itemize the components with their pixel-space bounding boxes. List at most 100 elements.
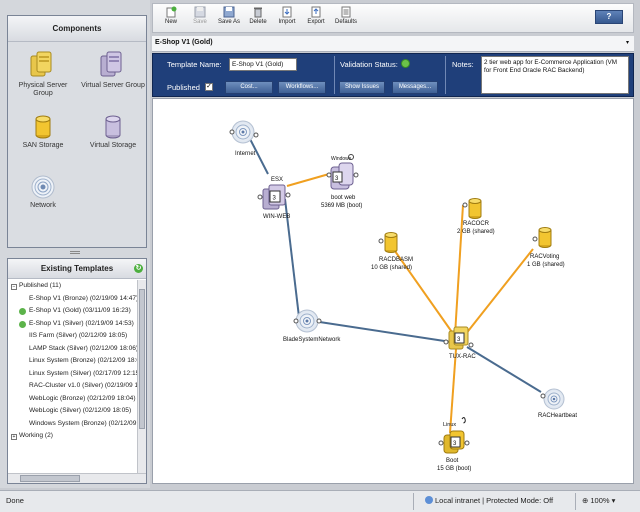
template-list-item[interactable]: RAC-Cluster v1.0 (Silver) (02/19/09 1 xyxy=(8,380,137,393)
connector-port[interactable] xyxy=(443,339,449,345)
connector-port[interactable] xyxy=(293,318,299,324)
help-button[interactable]: ? xyxy=(595,10,623,24)
tree-group-published[interactable]: −Published (11) xyxy=(11,282,62,290)
template-list-item[interactable]: WebLogic (Bronze) (02/12/09 18:04) xyxy=(8,393,137,406)
palette-label: Virtual Storage xyxy=(89,142,137,149)
racdbasm-node[interactable]: RACDBASM 10 GB (shared) xyxy=(371,232,413,272)
template-name-label: Template Name: xyxy=(167,60,222,69)
template-list-item[interactable]: LAMP Stack (Silver) (02/12/09 18:06) xyxy=(8,343,137,356)
link-racvoting-tuxrac[interactable] xyxy=(464,248,534,336)
connector-port[interactable] xyxy=(229,129,235,135)
trash-icon xyxy=(254,7,262,18)
defaults-button[interactable]: Defaults xyxy=(331,6,361,25)
link-racocr-tuxrac[interactable] xyxy=(454,204,464,336)
divider xyxy=(413,493,414,510)
blade-system-network-node[interactable]: BladeSystemNetwork xyxy=(283,309,341,343)
published-checkbox[interactable]: ✓ xyxy=(205,83,213,91)
template-list-label: WebLogic (Bronze) (02/12/09 18:04) xyxy=(29,394,136,402)
template-list-label: Linux System (Silver) (02/17/09 12:15 xyxy=(29,369,137,377)
expand-icon[interactable]: + xyxy=(11,434,17,440)
scroll-thumb[interactable] xyxy=(139,289,145,429)
palette-virtual-storage[interactable]: Virtual Storage xyxy=(78,114,148,150)
template-list-item[interactable]: Windows System (Bronze) (02/12/09 xyxy=(8,418,137,431)
messages-button[interactable]: Messages... xyxy=(392,81,438,94)
template-list-item[interactable]: WebLogic (Silver) (02/12/09 18:05) xyxy=(8,405,137,418)
connector-port[interactable] xyxy=(464,440,470,446)
divider xyxy=(445,56,446,94)
connector-port[interactable] xyxy=(540,393,546,399)
tab-dropdown-icon[interactable]: ▾ xyxy=(625,40,629,46)
link-blade-tuxrac[interactable] xyxy=(312,320,452,343)
palette-virtual-server-group[interactable]: Virtual Server Group xyxy=(78,48,148,90)
tab-e-shop-gold[interactable]: E-Shop V1 (Gold) xyxy=(155,39,213,46)
boot-node[interactable]: Linux 3 Boot 15 GB (boot) xyxy=(437,417,471,473)
template-name-input[interactable]: E-Shop V1 (Gold) xyxy=(229,58,297,71)
rac-heartbeat-node[interactable]: RACHeartbeat xyxy=(538,388,577,419)
link-winweb-blade[interactable] xyxy=(284,198,300,318)
scroll-thumb[interactable] xyxy=(20,475,80,482)
connector-port[interactable] xyxy=(316,318,322,324)
racocr-node[interactable]: RACOCR 2 GB (shared) xyxy=(457,198,495,236)
template-list-item[interactable]: Linux System (Silver) (02/17/09 12:15 xyxy=(8,368,137,381)
link-racdbasm-tuxrac[interactable] xyxy=(389,243,455,336)
cost-button[interactable]: Cost... xyxy=(225,81,273,94)
palette-physical-server-group[interactable]: Physical Server Group xyxy=(8,48,78,98)
connector-port[interactable] xyxy=(462,202,468,208)
show-issues-button[interactable]: Show Issues xyxy=(339,81,385,94)
boot-web-node[interactable]: Windows 3 boot web 5369 MB (boot) xyxy=(321,154,362,210)
boot-web-size: 5369 MB (boot) xyxy=(321,203,362,209)
zoom-control[interactable]: ⊕ 100% ▾ xyxy=(582,496,616,505)
template-list-item[interactable]: Linux System (Bronze) (02/12/09 18:0 xyxy=(8,355,137,368)
delete-button[interactable]: Delete xyxy=(243,6,273,25)
left-panel: Components Physical Server Group V xyxy=(0,0,150,488)
link-tuxrac-heartbeat[interactable] xyxy=(466,346,542,393)
panel-splitter[interactable] xyxy=(70,251,80,254)
connector-port[interactable] xyxy=(353,172,359,178)
connector-port[interactable] xyxy=(285,192,291,198)
win-web-node[interactable]: ESX 3 WIN-WEB xyxy=(257,177,291,220)
defaults-icon xyxy=(341,6,351,18)
palette-label: SAN Storage xyxy=(22,142,64,149)
templates-vertical-scrollbar[interactable] xyxy=(137,280,146,473)
template-list-item[interactable]: IIS Farm (Silver) (02/12/09 18:05) xyxy=(8,330,137,343)
connector-port[interactable] xyxy=(257,194,263,200)
boot-size: 15 GB (boot) xyxy=(437,466,471,472)
palette-network[interactable]: Network xyxy=(8,174,78,210)
collapse-icon[interactable]: − xyxy=(11,284,17,290)
connector-port[interactable] xyxy=(253,132,259,138)
template-list-item[interactable]: E-Shop V1 (Silver) (02/19/09 14:53) xyxy=(8,318,137,331)
link-tuxrac-boot[interactable] xyxy=(449,348,457,434)
connector-port[interactable] xyxy=(532,236,538,242)
export-button[interactable]: Export xyxy=(301,6,331,25)
export-icon xyxy=(311,6,321,18)
tree-group-working[interactable]: +Working (2) xyxy=(11,432,53,440)
tab-bar: E-Shop V1 (Gold) ▾ xyxy=(152,36,634,52)
components-title: Components xyxy=(8,16,146,42)
divider xyxy=(575,493,576,510)
link-winweb-bootweb[interactable] xyxy=(286,173,330,187)
refresh-icon[interactable]: ↻ xyxy=(134,264,143,273)
windows-badge-icon xyxy=(348,154,354,160)
internet-node[interactable]: Internet xyxy=(229,120,259,157)
racvoting-node[interactable]: RACVoting 1 GB (shared) xyxy=(527,227,565,269)
tux-rac-node[interactable]: 3 TUX-RAC xyxy=(443,326,476,360)
template-list-item[interactable]: E-Shop V1 (Bronze) (02/19/09 14:47) xyxy=(8,293,137,306)
connector-port[interactable] xyxy=(378,238,384,244)
palette-san-storage[interactable]: SAN Storage xyxy=(8,114,78,150)
validation-status-label: Validation Status: xyxy=(340,60,398,69)
import-button[interactable]: Import xyxy=(272,6,302,25)
save-as-button[interactable]: Save As xyxy=(214,6,244,25)
notes-textarea[interactable]: 2 tier web app for E-Commerce Applicatio… xyxy=(481,56,629,94)
template-list-item[interactable]: E-Shop V1 (Gold) (03/11/09 16:23) xyxy=(8,305,137,318)
diagram-canvas[interactable]: Internet ESX 3 WIN-WEB Windows 3 boot we… xyxy=(152,98,634,484)
template-list-label: WebLogic (Silver) (02/12/09 18:05) xyxy=(29,407,132,414)
save-button[interactable]: Save xyxy=(185,6,215,25)
link-internet-winweb[interactable] xyxy=(247,134,269,175)
templates-horizontal-scrollbar[interactable] xyxy=(8,473,146,483)
security-zone[interactable]: Local intranet | Protected Mode: Off xyxy=(425,496,553,505)
connector-port[interactable] xyxy=(438,440,444,446)
new-button[interactable]: New xyxy=(156,6,186,25)
connector-port[interactable] xyxy=(468,342,474,348)
connector-port[interactable] xyxy=(326,172,332,178)
workflows-button[interactable]: Workflows... xyxy=(278,81,326,94)
